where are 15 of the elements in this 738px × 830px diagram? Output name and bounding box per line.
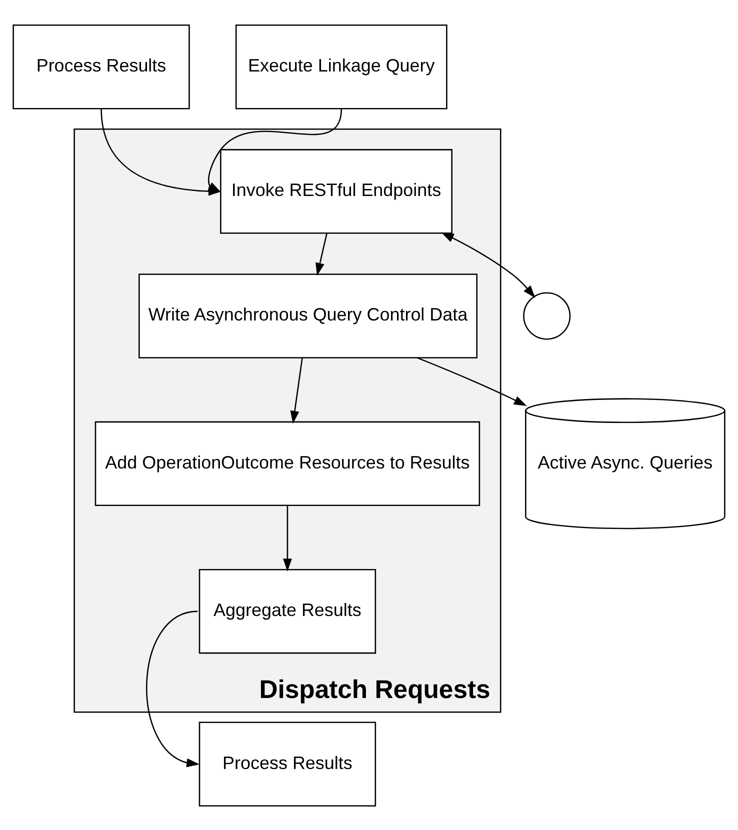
node-box: Process Results <box>12 24 190 109</box>
node-box: Execute Linkage Query <box>235 24 448 109</box>
node-circle <box>523 292 571 340</box>
arrow <box>146 610 200 767</box>
arrow <box>290 357 303 424</box>
arrow <box>208 108 342 192</box>
arrow <box>441 232 536 298</box>
arrow <box>282 505 292 571</box>
node-box: Invoke RESTful Endpoints <box>220 148 452 234</box>
arrow <box>316 232 328 276</box>
node-box: Add OperationOutcome Resources to Results <box>94 420 480 506</box>
arrow <box>417 356 527 406</box>
node-box: Process Results <box>198 721 376 806</box>
node-box: Write Asynchronous Query Control Data <box>138 273 478 358</box>
node-box: Aggregate Results <box>198 568 376 654</box>
